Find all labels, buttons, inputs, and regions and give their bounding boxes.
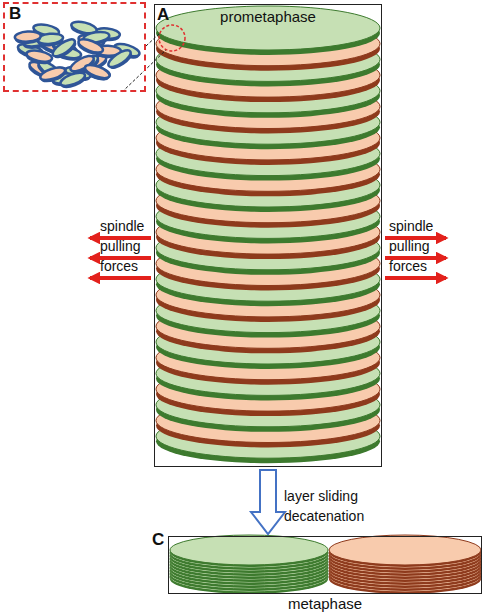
inset-box: B bbox=[3, 2, 146, 92]
nucleosome bbox=[39, 65, 68, 85]
nucleosome bbox=[15, 31, 42, 45]
disc-face bbox=[329, 535, 481, 565]
stage-name: prometaphase bbox=[155, 8, 381, 25]
nucleosome-face bbox=[15, 31, 42, 42]
stage-box: Aprometaphase bbox=[154, 4, 382, 467]
disc-face bbox=[170, 535, 328, 565]
chromatid-stack bbox=[170, 535, 328, 594]
nucleosome-face bbox=[106, 47, 133, 70]
nucleosome-face bbox=[77, 37, 105, 56]
chromosome-stack bbox=[156, 6, 380, 463]
panel-letter: A bbox=[157, 5, 169, 25]
stage-name: metaphase bbox=[169, 595, 481, 612]
nucleosome-face bbox=[39, 65, 67, 83]
force-arrow bbox=[90, 276, 151, 280]
zoom-circle bbox=[159, 25, 185, 51]
chromatid-stack bbox=[329, 535, 481, 594]
panel-letter: B bbox=[9, 4, 21, 24]
nucleosome bbox=[50, 36, 79, 61]
nucleosome bbox=[25, 48, 53, 66]
nucleosome bbox=[106, 47, 135, 72]
nucleosome bbox=[76, 37, 105, 58]
stage-box: Cmetaphase bbox=[168, 536, 482, 594]
force-label: spindle pulling forces bbox=[389, 216, 449, 276]
force-label: spindle pulling forces bbox=[100, 216, 160, 276]
disc-face bbox=[156, 6, 380, 50]
leader-line bbox=[146, 33, 160, 46]
transition-arrow bbox=[251, 470, 285, 534]
nucleosome-face bbox=[83, 62, 111, 81]
nucleosome-cluster bbox=[15, 20, 141, 91]
edge-label: layer sliding decatenation bbox=[284, 486, 394, 526]
nucleosome-face bbox=[26, 48, 54, 63]
nucleosome bbox=[82, 62, 111, 83]
force-arrow bbox=[385, 276, 446, 280]
panel-letter: C bbox=[152, 530, 164, 550]
leader-line bbox=[122, 50, 166, 92]
nucleosome-face bbox=[50, 36, 77, 59]
